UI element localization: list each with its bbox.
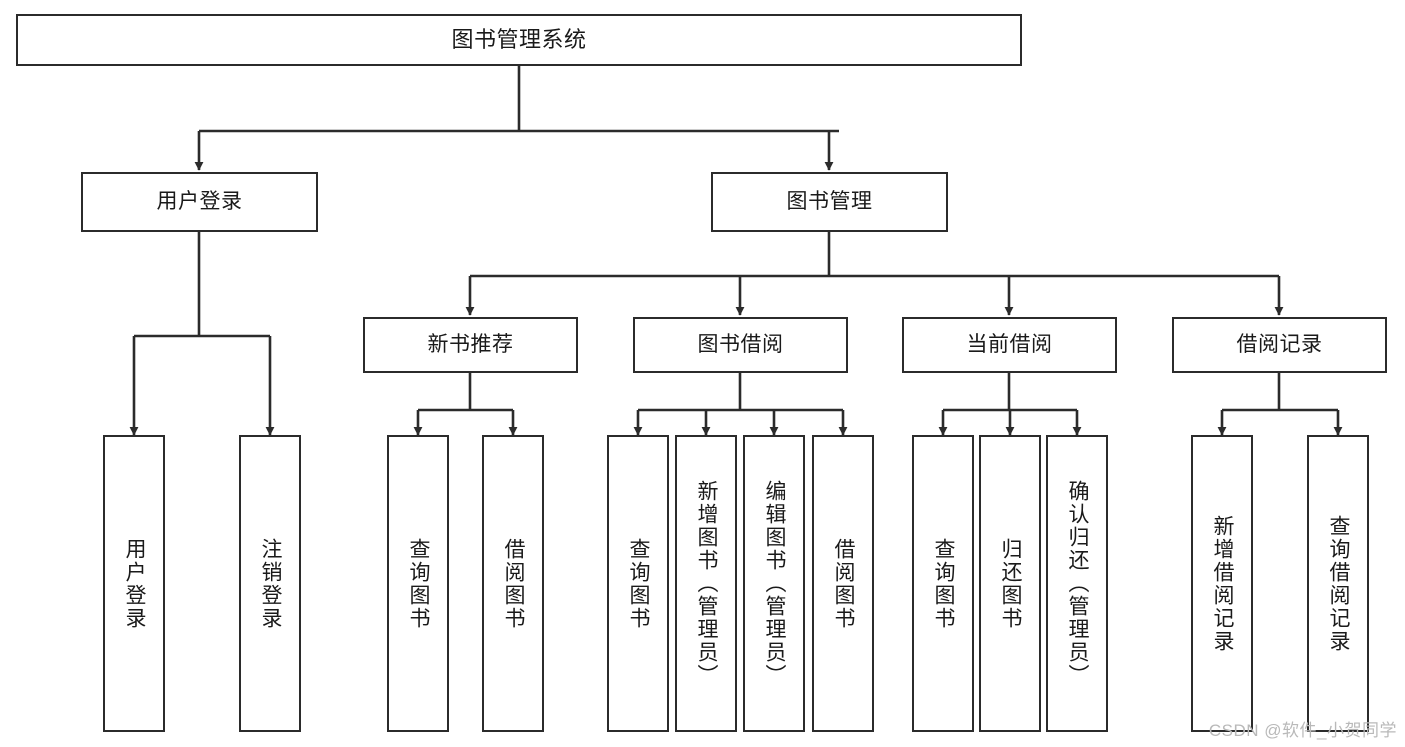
node-leaf-logout[interactable]: 注销登录: [239, 435, 301, 732]
node-current-borrow-label: 当前借阅: [966, 332, 1053, 356]
node-leaf-add-borrow-record-label: 新增借阅记录: [1211, 514, 1235, 653]
node-borrow-record[interactable]: 借阅记录: [1172, 317, 1387, 373]
node-leaf-query-book-newbook-label: 查询图书: [407, 537, 431, 630]
node-leaf-query-book-borrow[interactable]: 查询图书: [607, 435, 669, 732]
node-leaf-query-borrow-record-label: 查询借阅记录: [1327, 514, 1351, 653]
node-leaf-user-login-label: 用户登录: [123, 537, 147, 630]
node-leaf-borrow-book-newbook[interactable]: 借阅图书: [482, 435, 544, 732]
node-borrow-record-label: 借阅记录: [1236, 332, 1323, 356]
node-book-borrow-label: 图书借阅: [697, 332, 784, 356]
node-leaf-add-book-admin-label: 新增图书（管理员）: [695, 480, 719, 687]
node-user-login[interactable]: 用户登录: [81, 172, 318, 232]
node-leaf-query-borrow-record[interactable]: 查询借阅记录: [1307, 435, 1369, 732]
node-leaf-borrow-book[interactable]: 借阅图书: [812, 435, 874, 732]
node-leaf-query-book-current[interactable]: 查询图书: [912, 435, 974, 732]
csdn-watermark: CSDN @软件_小贺同学: [1208, 721, 1397, 740]
node-leaf-borrow-book-label: 借阅图书: [832, 537, 856, 630]
node-leaf-return-book[interactable]: 归还图书: [979, 435, 1041, 732]
node-leaf-edit-book-admin[interactable]: 编辑图书（管理员）: [743, 435, 805, 732]
node-root-system-label: 图书管理系统: [451, 27, 587, 53]
node-book-borrow[interactable]: 图书借阅: [633, 317, 848, 373]
node-leaf-return-book-label: 归还图书: [999, 537, 1023, 630]
node-book-management-label: 图书管理: [786, 189, 873, 213]
node-leaf-confirm-return-admin-label: 确认归还（管理员）: [1066, 480, 1090, 687]
node-leaf-add-book-admin[interactable]: 新增图书（管理员）: [675, 435, 737, 732]
node-new-book-recommend-label: 新书推荐: [427, 332, 514, 356]
node-user-login-label: 用户登录: [156, 189, 243, 213]
node-current-borrow[interactable]: 当前借阅: [902, 317, 1117, 373]
node-leaf-logout-label: 注销登录: [259, 537, 283, 630]
node-leaf-borrow-book-newbook-label: 借阅图书: [502, 537, 526, 630]
node-book-management[interactable]: 图书管理: [711, 172, 948, 232]
node-leaf-user-login[interactable]: 用户登录: [103, 435, 165, 732]
node-new-book-recommend[interactable]: 新书推荐: [363, 317, 578, 373]
node-root-system[interactable]: 图书管理系统: [16, 14, 1022, 66]
node-leaf-add-borrow-record[interactable]: 新增借阅记录: [1191, 435, 1253, 732]
node-leaf-edit-book-admin-label: 编辑图书（管理员）: [763, 480, 787, 687]
node-leaf-confirm-return-admin[interactable]: 确认归还（管理员）: [1046, 435, 1108, 732]
node-leaf-query-book-borrow-label: 查询图书: [627, 537, 651, 630]
node-leaf-query-book-current-label: 查询图书: [932, 537, 956, 630]
node-leaf-query-book-newbook[interactable]: 查询图书: [387, 435, 449, 732]
